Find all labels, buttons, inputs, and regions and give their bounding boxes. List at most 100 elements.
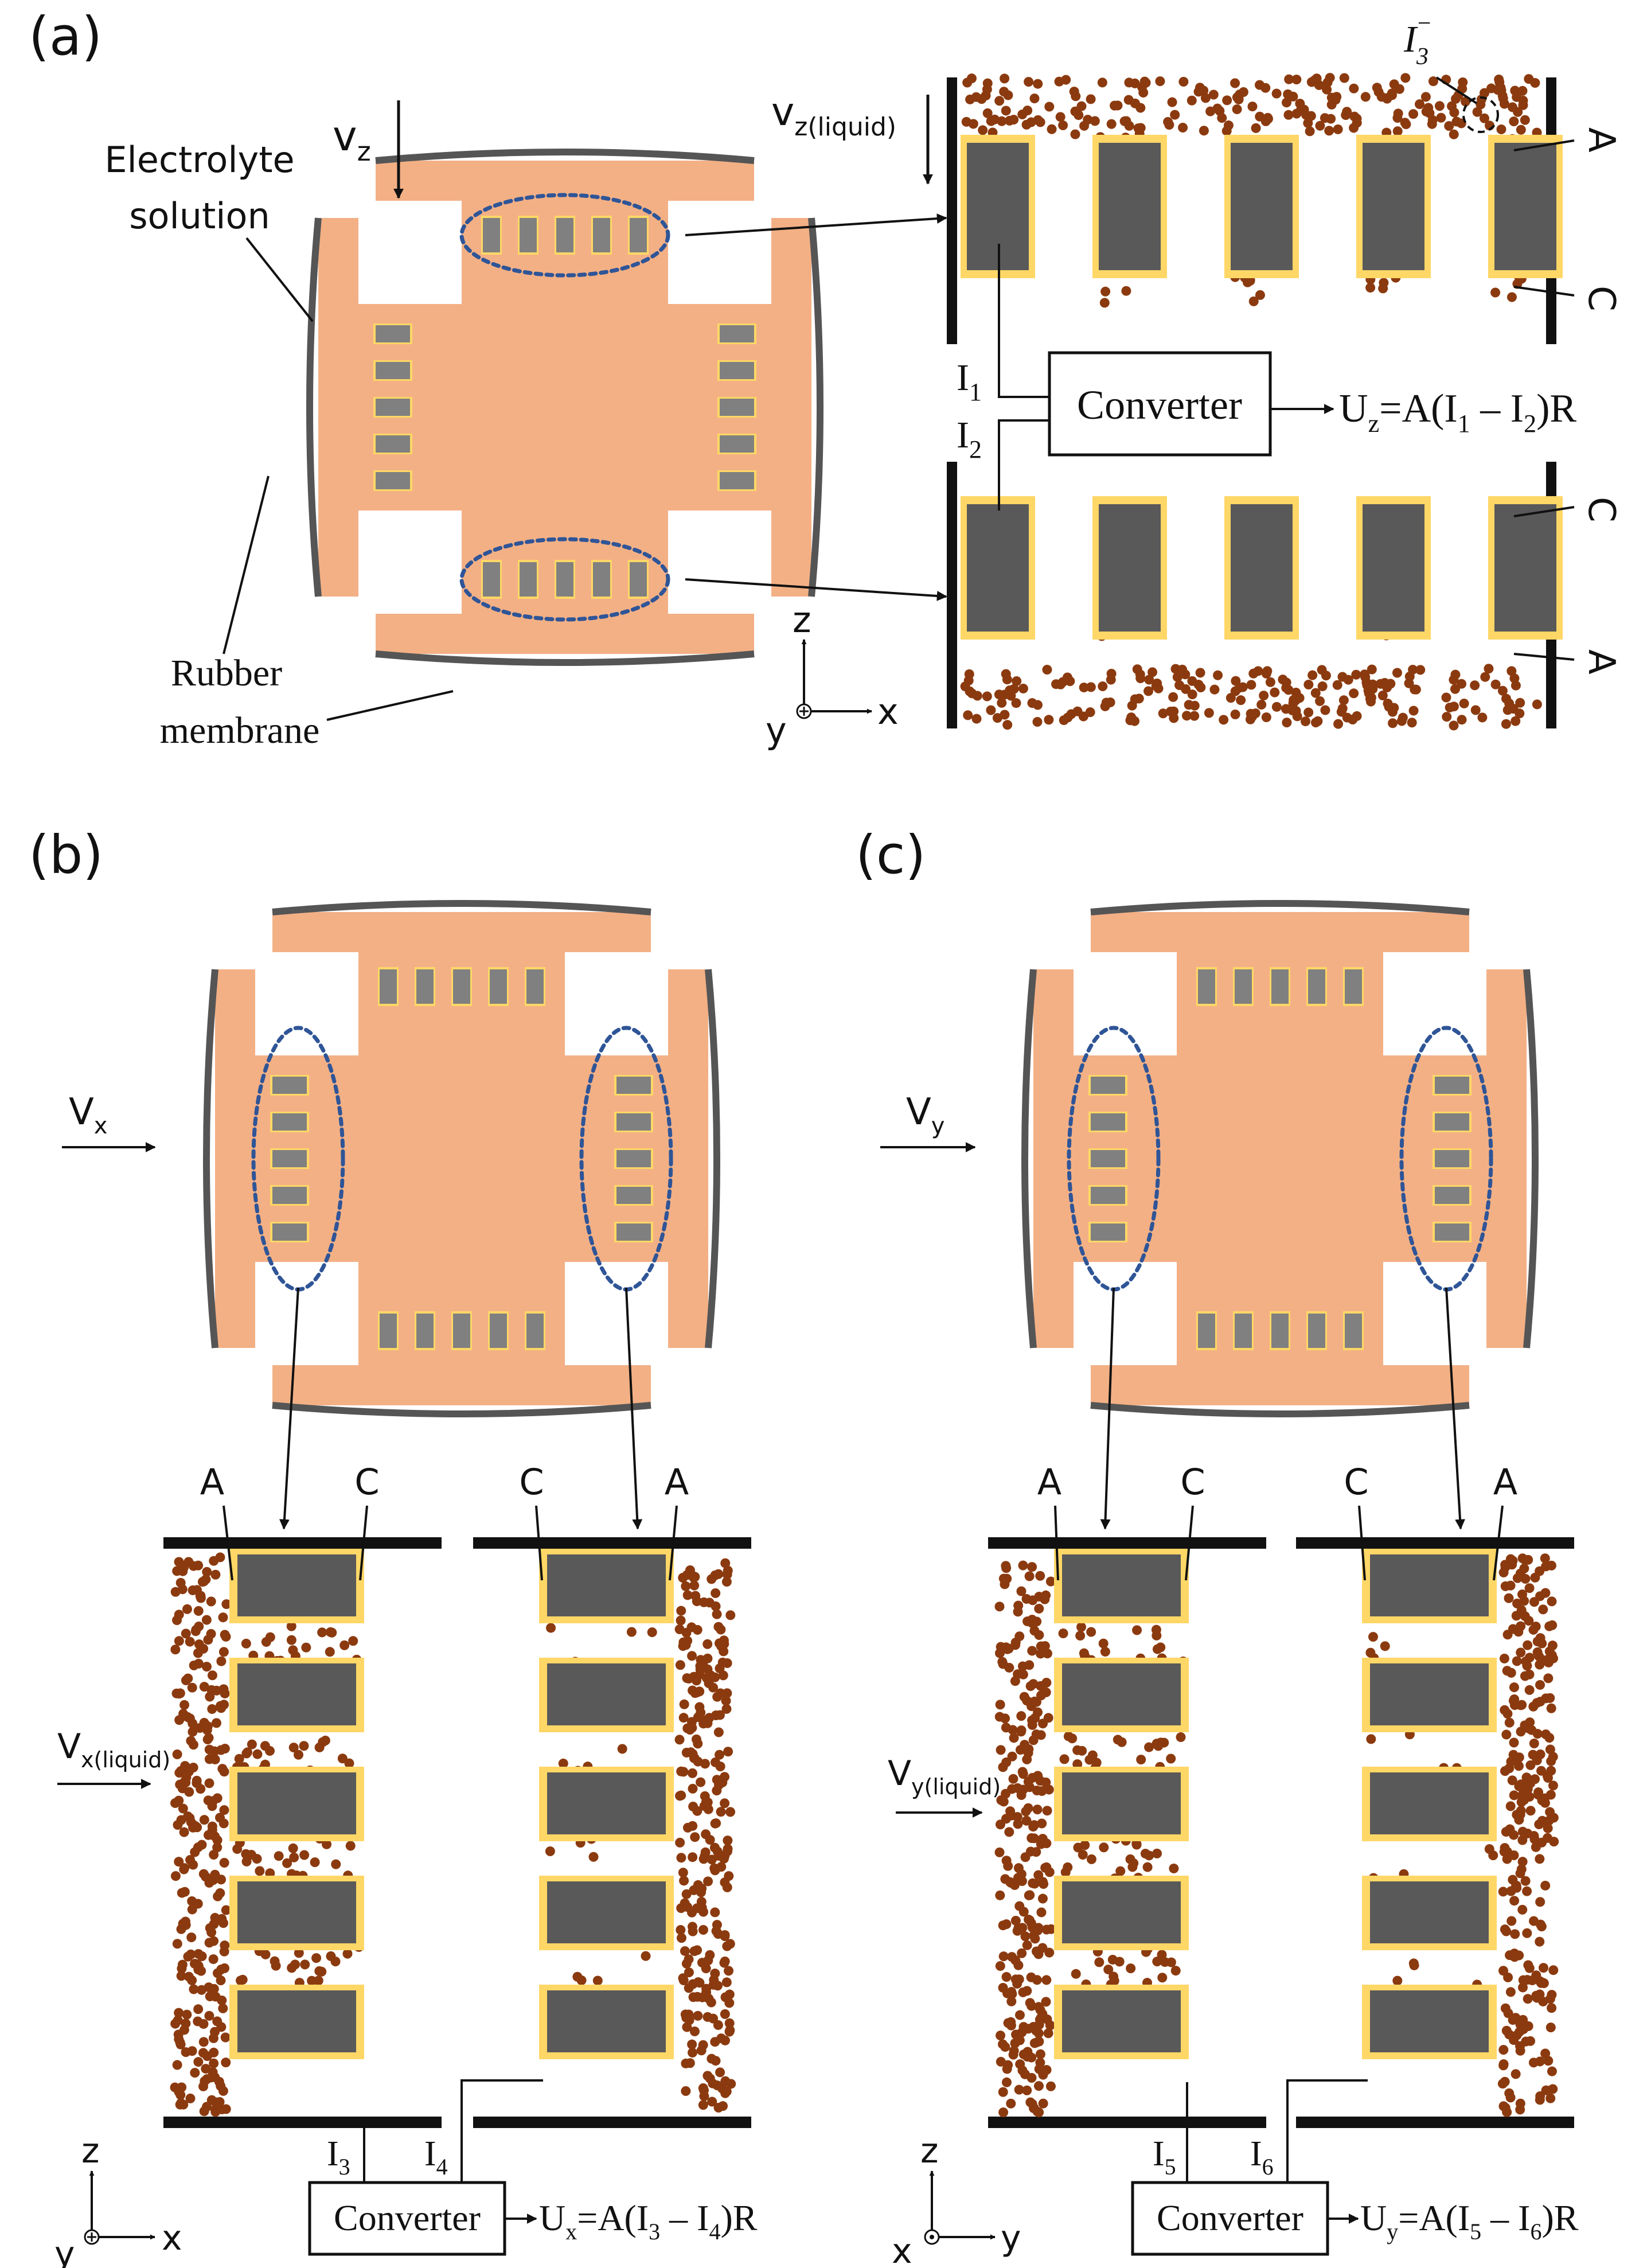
- ion-particle: [675, 1660, 685, 1670]
- ion-particle: [711, 1588, 721, 1599]
- panel-b-tag: (b): [29, 824, 103, 886]
- ion-particle: [1532, 699, 1542, 710]
- ion-particle: [696, 1777, 706, 1787]
- ion-particle: [206, 1596, 216, 1607]
- ion-particle: [1131, 1840, 1142, 1850]
- ion-particle: [698, 1924, 708, 1935]
- ion-particle: [317, 1966, 327, 1977]
- top-label-a-pointer: [1513, 139, 1575, 151]
- ion-particle: [194, 1639, 204, 1650]
- ion-particle: [1528, 1624, 1539, 1635]
- panel-b-cross: [203, 900, 720, 1417]
- ion-particle: [1158, 708, 1168, 719]
- ion-particle: [1534, 1819, 1544, 1830]
- ion-particle: [626, 1627, 637, 1637]
- ion-particle: [998, 1951, 1009, 1962]
- ion-particle: [1506, 1667, 1516, 1678]
- ion-particle: [1510, 1929, 1520, 1939]
- ion-particle: [320, 1735, 330, 1745]
- ion-particle: [1514, 1752, 1524, 1763]
- ion-particle: [1303, 707, 1314, 718]
- ion-particle: [1005, 1877, 1015, 1887]
- ion-particle: [1009, 1733, 1019, 1743]
- ion-particle: [1501, 1926, 1512, 1936]
- ion-particle: [1044, 102, 1055, 112]
- ion-particle: [286, 1635, 296, 1645]
- ion-particle: [1511, 680, 1521, 691]
- axes-b: z x y: [54, 2131, 182, 2268]
- ion-particle: [1441, 692, 1451, 703]
- ion-particle: [1315, 120, 1325, 131]
- ion-particle: [311, 1953, 322, 1963]
- ion-particle: [1283, 110, 1294, 120]
- ion-particle: [1516, 1779, 1526, 1790]
- ion-particle: [1271, 88, 1282, 99]
- ion-particle: [1259, 691, 1269, 701]
- ion-particle: [1509, 1790, 1519, 1801]
- ion-particle: [1032, 717, 1043, 727]
- ion-particle: [1031, 1847, 1041, 1857]
- ion-particle: [1157, 1950, 1167, 1960]
- ion-particle: [1246, 680, 1256, 690]
- ion-particle: [1382, 681, 1392, 691]
- axis-x-a: x: [877, 691, 899, 732]
- ion-particle: [1070, 129, 1080, 139]
- ion-particle: [1155, 76, 1165, 87]
- mini-electrode: [556, 562, 573, 597]
- ion-particle: [1517, 1792, 1527, 1802]
- ion-particle: [680, 1946, 690, 1956]
- ion-particle: [1031, 1946, 1041, 1957]
- ion-particle: [1535, 2091, 1545, 2101]
- ion-particle: [1339, 73, 1349, 83]
- zoom-arrow-bottom: [685, 578, 947, 601]
- ion-particle: [1540, 1588, 1551, 1598]
- ion-particle: [1034, 1592, 1044, 1602]
- ion-particle: [1365, 282, 1376, 293]
- ion-particle: [190, 1847, 200, 1857]
- ion-particle: [1027, 1772, 1037, 1783]
- zoom-region-ellipse: [459, 193, 670, 278]
- ion-particle: [260, 1741, 270, 1751]
- ion-particle: [1106, 119, 1117, 129]
- ion-particle: [687, 1768, 697, 1778]
- ion-particle: [693, 1756, 703, 1767]
- ion-particle: [1263, 112, 1273, 123]
- ion-particle: [997, 697, 1007, 708]
- ion-particle: [996, 2031, 1006, 2041]
- ion-particle: [1001, 2077, 1012, 2087]
- ion-particle: [177, 1584, 188, 1595]
- ion-particle: [1516, 1621, 1526, 1631]
- ion-particle: [189, 1984, 199, 1994]
- ion-particle: [1504, 698, 1515, 708]
- ion-particle: [1523, 1960, 1533, 1970]
- ion-particle: [725, 1807, 736, 1817]
- ion-particle: [676, 1853, 686, 1863]
- ion-particle: [1476, 99, 1486, 110]
- ion-particle: [1037, 1818, 1047, 1829]
- ion-particle: [193, 1965, 204, 1975]
- ion-particle: [1097, 77, 1107, 88]
- mini-electrode: [483, 218, 500, 252]
- ion-particle: [1498, 1568, 1509, 1578]
- converter-box-b: [308, 2181, 506, 2256]
- ion-particle: [721, 1977, 732, 1988]
- ion-particle: [1516, 1806, 1526, 1816]
- ion-particle: [1522, 1928, 1532, 1938]
- ion-particle: [1236, 695, 1246, 706]
- electrode: [1062, 1990, 1181, 2052]
- mini-electrode: [453, 969, 470, 1004]
- ion-particle: [1261, 712, 1271, 722]
- electrode: [1062, 1772, 1181, 1834]
- ion-particle: [1510, 85, 1520, 96]
- ion-particle: [1270, 687, 1280, 697]
- converter-label-b: Converter: [334, 2197, 481, 2238]
- ion-particle: [339, 1640, 350, 1650]
- ion-particle: [1522, 1886, 1532, 1896]
- ion-particle: [1511, 716, 1521, 726]
- ion-particle: [1057, 677, 1068, 687]
- ion-particle: [1026, 2001, 1037, 2011]
- ion-particle: [690, 1832, 700, 1842]
- ion-particle: [1087, 1750, 1098, 1760]
- panel-a-cross: [306, 149, 823, 666]
- ion-particle: [1537, 1837, 1547, 1848]
